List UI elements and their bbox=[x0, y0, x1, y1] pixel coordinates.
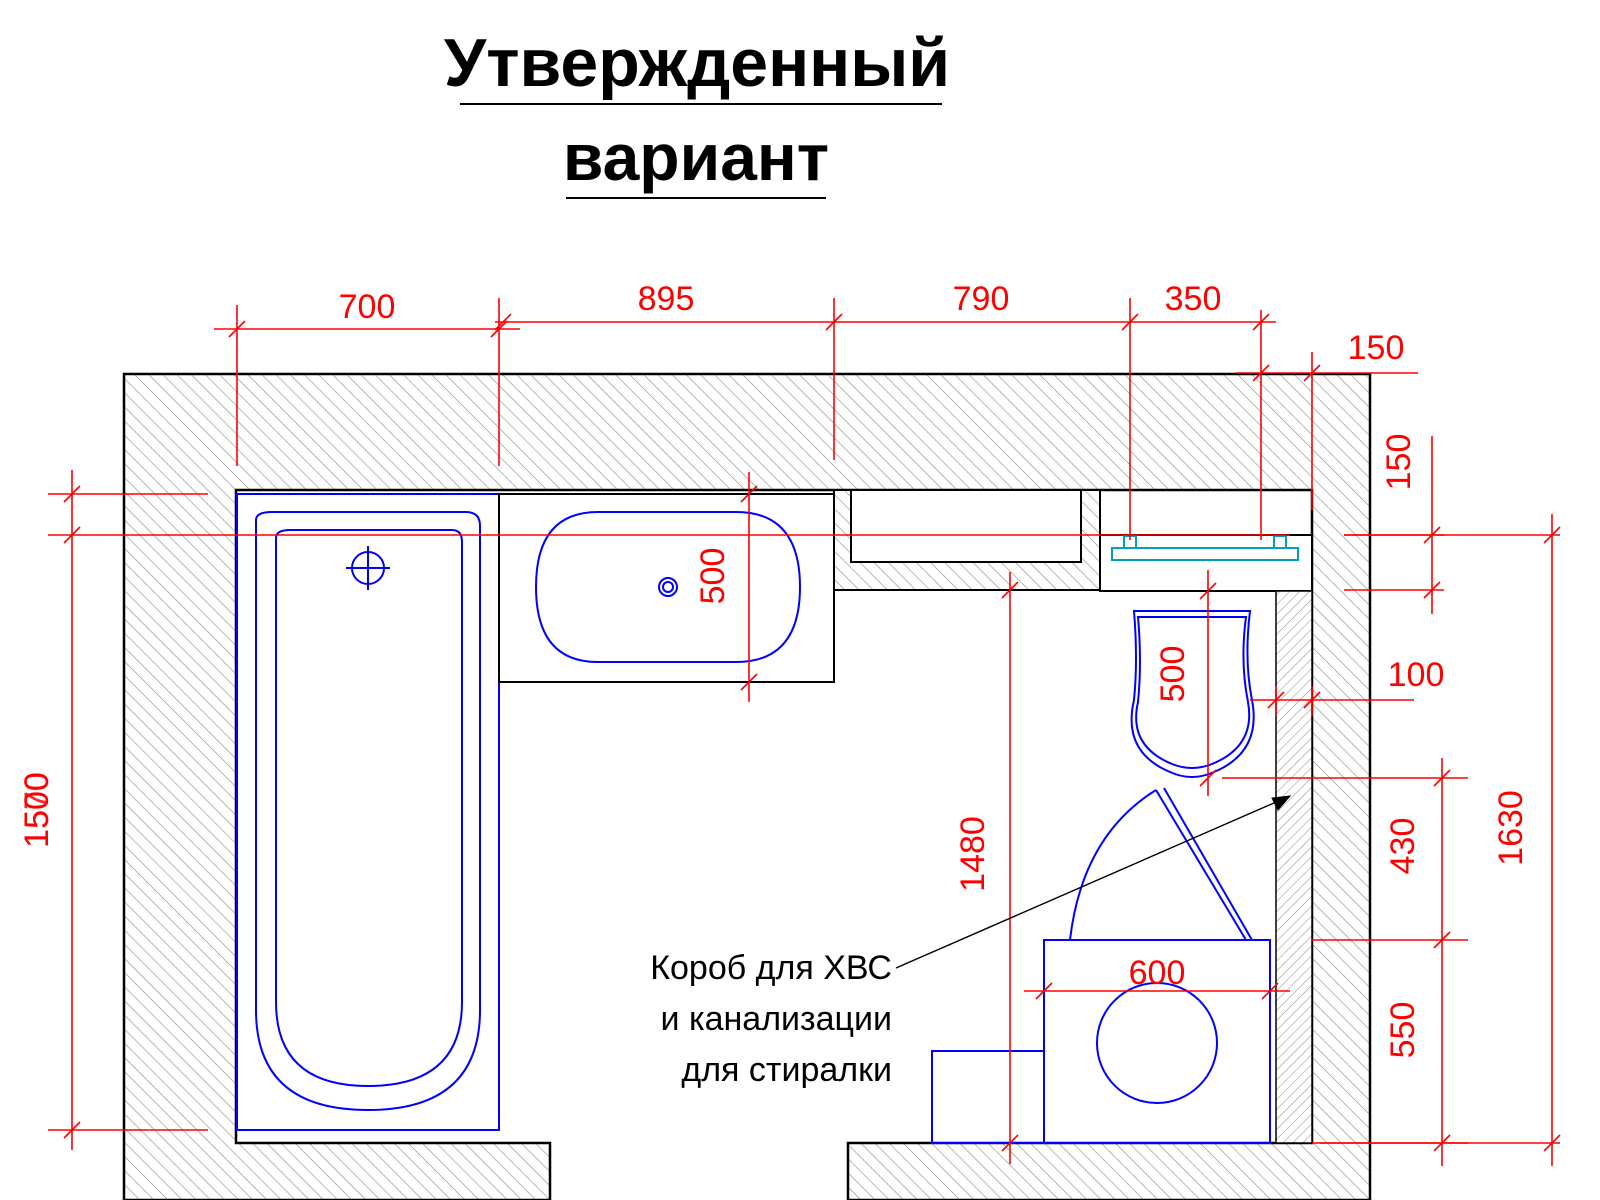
dim-left-b: 1570 bbox=[18, 772, 56, 848]
washing-machine bbox=[1043, 939, 1271, 1144]
dim-top-790: 790 bbox=[953, 280, 1010, 318]
fixtures bbox=[236, 493, 1299, 1144]
dim-washer-600: 600 bbox=[1129, 954, 1186, 992]
dim-top-895: 895 bbox=[638, 280, 695, 318]
pipe-box bbox=[1275, 590, 1313, 1144]
dim-left-a: 1500 bbox=[18, 772, 56, 848]
dim-right-150: 150 bbox=[1380, 434, 1418, 491]
sink bbox=[534, 511, 802, 663]
dim-top-700: 700 bbox=[339, 288, 396, 326]
dim-right-1630: 1630 bbox=[1492, 790, 1530, 866]
dim-right-100: 100 bbox=[1388, 656, 1445, 694]
annotation-line-3: для стиралки bbox=[681, 1051, 892, 1089]
title-line-2: вариант bbox=[563, 120, 829, 194]
dimension-lines bbox=[48, 298, 1561, 1166]
dim-right-430: 430 bbox=[1384, 818, 1422, 875]
dim-top-150: 150 bbox=[1348, 329, 1405, 367]
cabinet bbox=[931, 1050, 1045, 1144]
pipe-box-annotation: Короб для ХВС и канализации для стиралки bbox=[650, 795, 1292, 1089]
dim-right-550: 550 bbox=[1384, 1002, 1422, 1059]
niche-shelf bbox=[850, 489, 1082, 563]
page-title: Утвержденный вариант bbox=[444, 25, 950, 199]
sink-counter bbox=[498, 493, 835, 683]
dim-1480: 1480 bbox=[954, 816, 992, 892]
dim-toilet-500: 500 bbox=[1154, 646, 1192, 703]
bathtub bbox=[236, 493, 500, 1131]
drain-icon bbox=[346, 546, 390, 590]
dim-top-350: 350 bbox=[1165, 280, 1222, 318]
annotation-line-2: и канализации bbox=[661, 1000, 892, 1038]
toilet bbox=[1130, 610, 1255, 778]
door-swing bbox=[1069, 787, 1253, 941]
dimension-labels: 700 895 790 350 150 150 100 430 550 1630… bbox=[18, 280, 1530, 1058]
annotation-line-1: Короб для ХВС bbox=[650, 949, 892, 987]
title-line-1: Утвержденный bbox=[444, 25, 950, 101]
dim-sink-500: 500 bbox=[694, 548, 732, 605]
installation-box bbox=[1099, 534, 1313, 592]
